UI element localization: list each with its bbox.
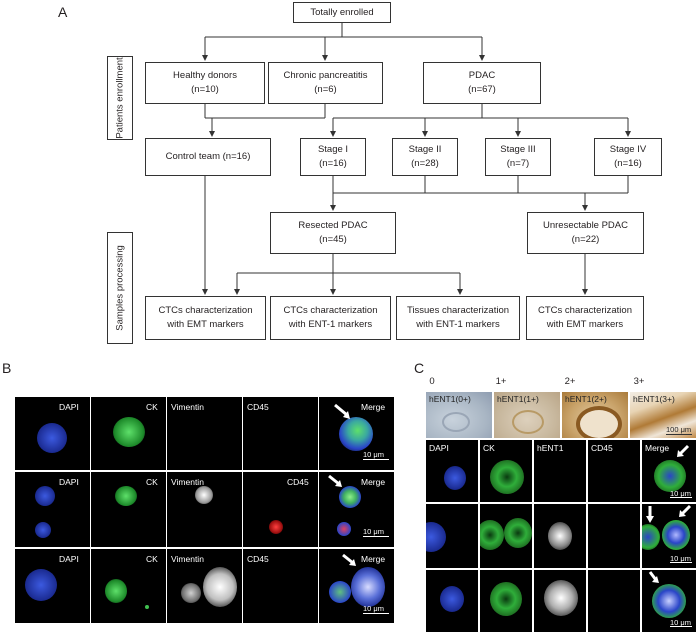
ihc-tile-0: hENT1(0+) [426,392,492,438]
c-c-merge: 10 μm [642,570,696,632]
ihc-tile-1: hENT1(1+) [494,392,560,438]
node-stage-3: Stage III(n=7) [485,138,551,176]
node-pdac: PDAC(n=67) [423,62,541,104]
processing-side-label: Samples processing [107,232,133,344]
node-chronic-pancreatitis: Chronic pancreatitis(n=6) [268,62,383,104]
enrollment-side-label: Patients enrollment [107,56,133,140]
ihc-tile-2: hENT1(2+) [562,392,628,438]
c-c-ck [480,570,532,632]
b-b-vimentin: Vimentin [167,472,242,547]
c-b-dapi [426,504,478,568]
b-a-ck: CK [91,397,166,470]
b-a-vimentin: Vimentin [167,397,242,470]
node-resected-pdac: Resected PDAC(n=45) [270,212,396,254]
arrow-icon [646,504,692,523]
node-unresectable-pdac: Unresectable PDAC(n=22) [527,212,644,254]
arrow-icon [648,571,659,583]
b-c-ck: CK [91,549,166,623]
node-stage-4: Stage IV(n=16) [594,138,662,176]
b-c-dapi: DAPI [15,549,90,623]
panel-c-letter: C [414,360,425,376]
node-control-team: Control team (n=16) [145,138,271,176]
panel-a-letter: A [58,4,68,20]
c-b-cd45 [588,504,640,568]
score-2: 2+ [564,376,576,387]
b-b-cd45: CD45 [243,472,318,547]
b-b-ck: CK [91,472,166,547]
b-b-dapi: DAPI [15,472,90,547]
c-a-ck: CK [480,440,532,502]
b-a-merge: Merge 10 μm [319,397,394,470]
c-b-merge: 10 μm [642,504,696,568]
c-b-hent1 [534,504,586,568]
node-totally-enrolled: Totally enrolled [293,2,391,23]
b-c-vimentin: Vimentin [167,549,242,623]
c-a-hent1: hENT1 [534,440,586,502]
c-a-cd45: CD45 [588,440,640,502]
arrow-icon [677,444,690,457]
score-3: 3+ [633,376,645,387]
b-a-dapi: DAPI [15,397,90,470]
b-a-cd45: CD45 [243,397,318,470]
node-stage-2: Stage II(n=28) [392,138,458,176]
node-healthy-donors: Healthy donors(n=10) [145,62,265,104]
b-c-cd45: CD45 [243,549,318,623]
arrow-icon [328,474,342,487]
b-b-merge: Merge 10 μm [319,472,394,547]
score-0: 0 [429,376,435,387]
c-c-dapi [426,570,478,632]
c-c-hent1 [534,570,586,632]
flowchart-connectors [202,23,631,295]
arrow-icon [342,553,356,566]
arrow-icon [334,403,350,419]
c-a-dapi: DAPI [426,440,478,502]
c-b-ck [480,504,532,568]
c-c-cd45 [588,570,640,632]
panel-b-letter: B [2,360,12,376]
ihc-tile-3: hENT1(3+) 100 μm [630,392,696,438]
node-stage-1: Stage I(n=16) [300,138,366,176]
c-a-merge: Merge 10 μm [642,440,696,502]
score-1: 1+ [495,376,507,387]
b-c-merge: Merge 10 μm [319,549,394,623]
